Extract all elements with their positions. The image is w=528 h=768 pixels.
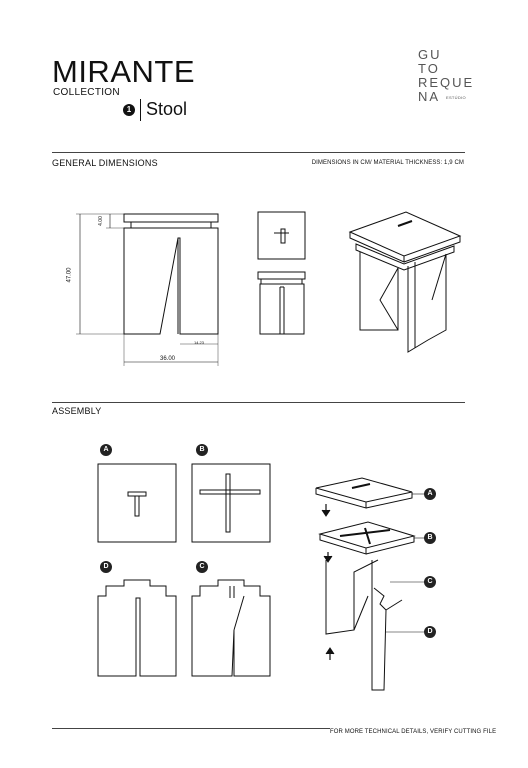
dim-width: 36.00 <box>160 356 176 362</box>
part-c-drawing <box>191 579 271 677</box>
collection-label: COLLECTION <box>53 87 120 98</box>
divider <box>52 402 465 403</box>
part-d-badge: D <box>100 561 112 573</box>
item-number-badge: 1 <box>123 104 135 116</box>
part-b-drawing <box>191 463 271 543</box>
part-a-drawing <box>97 463 177 543</box>
brand-subtitle: ESTÚDIO <box>446 95 466 100</box>
section-title-assembly: ASSEMBLY <box>52 406 102 416</box>
dim-height: 47.00 <box>66 267 73 283</box>
brand-logo: GU TO REQUE NA <box>418 48 474 104</box>
title-separator <box>140 99 141 121</box>
part-c-badge: C <box>196 561 208 573</box>
isometric-view <box>348 211 462 353</box>
seat-top <box>123 213 219 223</box>
side-elevation <box>257 271 306 335</box>
section-title-dimensions: GENERAL DIMENSIONS <box>52 158 158 168</box>
brand-line: REQUE <box>418 75 475 90</box>
brand-line: GU <box>418 47 442 62</box>
collection-title: MIRANTE <box>52 54 195 89</box>
exploded-badge-a: A <box>424 488 436 500</box>
seat-lower <box>130 221 212 229</box>
part-a-badge: A <box>100 444 112 456</box>
brand-line: TO <box>418 61 440 76</box>
exploded-badge-d: D <box>424 626 436 638</box>
exploded-badge-b: B <box>424 532 436 544</box>
footer-divider <box>52 728 330 729</box>
dim-top-thickness: 4.00 <box>97 216 104 226</box>
top-view <box>257 211 306 260</box>
divider <box>52 152 465 153</box>
brand-line: NA <box>418 89 441 104</box>
front-elevation <box>76 213 219 366</box>
part-b-badge: B <box>196 444 208 456</box>
footer-note: FOR MORE TECHNICAL DETAILS, VERIFY CUTTI… <box>330 729 497 735</box>
dimensions-note: DIMENSIONS IN CM/ MATERIAL THICKNESS: 1,… <box>311 160 464 166</box>
dim-inner: 14.23 <box>194 340 205 345</box>
front-leg-panel <box>123 227 219 335</box>
exploded-badge-c: C <box>424 576 436 588</box>
part-d-drawing <box>97 579 177 677</box>
product-name: Stool <box>146 99 188 119</box>
exploded-assembly <box>315 477 424 691</box>
